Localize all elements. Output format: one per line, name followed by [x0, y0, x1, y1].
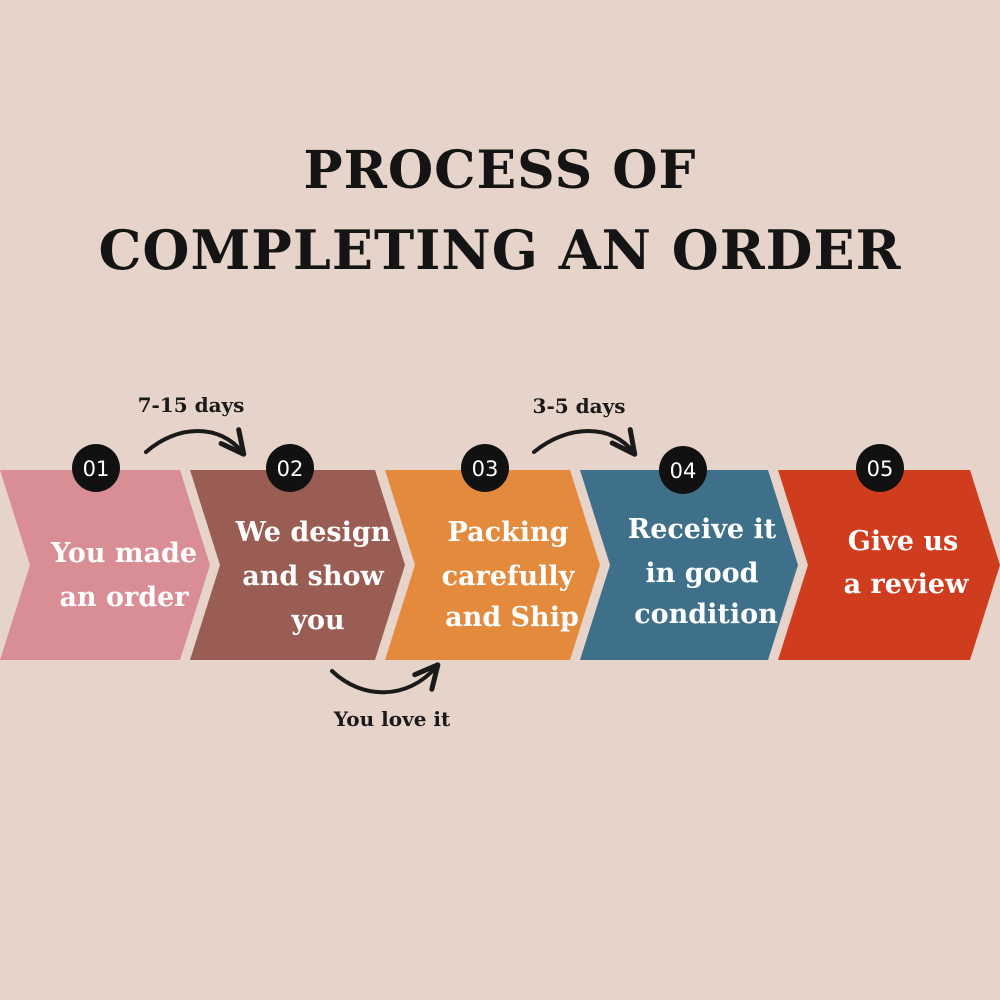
- step-3-label-line-2: carefully: [442, 561, 576, 592]
- step-5-badge: 05: [856, 444, 904, 492]
- step-1-badge: 01: [72, 444, 120, 492]
- step-2-label-line-1: We design: [235, 517, 391, 548]
- step-3-label-line-1: Packing: [448, 517, 569, 548]
- step-2-number: 02: [277, 457, 304, 481]
- step-chevrons: [0, 470, 1000, 660]
- step-5-label-line-2: a review: [844, 569, 969, 600]
- step-4-badge: 04: [659, 446, 707, 494]
- step-3-chevron: [385, 470, 600, 660]
- arrow-you-love-it: [330, 662, 441, 695]
- step-3-badge-circle: [461, 444, 509, 492]
- step-4-label-line-3: condition: [634, 599, 778, 630]
- step-4-label-line-2: in good: [645, 558, 758, 589]
- annotation-7-15-days: 7-15 days: [138, 393, 245, 417]
- title-line-2: COMPLETING AN ORDER: [98, 218, 902, 282]
- step-5-number: 05: [867, 457, 894, 481]
- step-3-label-line-3: and Ship: [445, 602, 579, 633]
- arrow-7-15-days: [144, 427, 247, 457]
- step-4-number: 04: [670, 459, 697, 483]
- step-2-chevron: [190, 470, 405, 660]
- step-2-badge-circle: [266, 444, 314, 492]
- step-4-badge-circle: [659, 446, 707, 494]
- step-5-badge-circle: [856, 444, 904, 492]
- annotation-3-5-days: 3-5 days: [533, 394, 626, 418]
- step-1-label-line-1: You made: [50, 538, 197, 569]
- step-1-badge-circle: [72, 444, 120, 492]
- annotations: 7-15 days 3-5 days You love it: [138, 393, 626, 731]
- step-2-label-line-3: you: [290, 605, 344, 636]
- step-4-label-line-1: Receive it: [628, 514, 777, 545]
- step-1-number: 01: [83, 457, 110, 481]
- step-1-label-line-2: an order: [59, 582, 189, 613]
- step-2-badge: 02: [266, 444, 314, 492]
- step-labels: You made an order We design and show you…: [50, 514, 969, 636]
- annotation-you-love-it: You love it: [333, 707, 451, 731]
- step-5-chevron: [778, 470, 1000, 660]
- step-2-label-line-2: and show: [242, 561, 384, 592]
- arrow-3-5-days: [532, 427, 638, 457]
- step-1-chevron: [0, 470, 210, 660]
- step-3-number: 03: [472, 457, 499, 481]
- step-5-label-line-1: Give us: [848, 526, 958, 557]
- title-line-1: PROCESS OF: [303, 140, 697, 201]
- step-badges: 01 02 03 04 05: [72, 444, 904, 494]
- step-4-chevron: [580, 470, 798, 660]
- curved-arrows: [144, 427, 638, 695]
- step-3-badge: 03: [461, 444, 509, 492]
